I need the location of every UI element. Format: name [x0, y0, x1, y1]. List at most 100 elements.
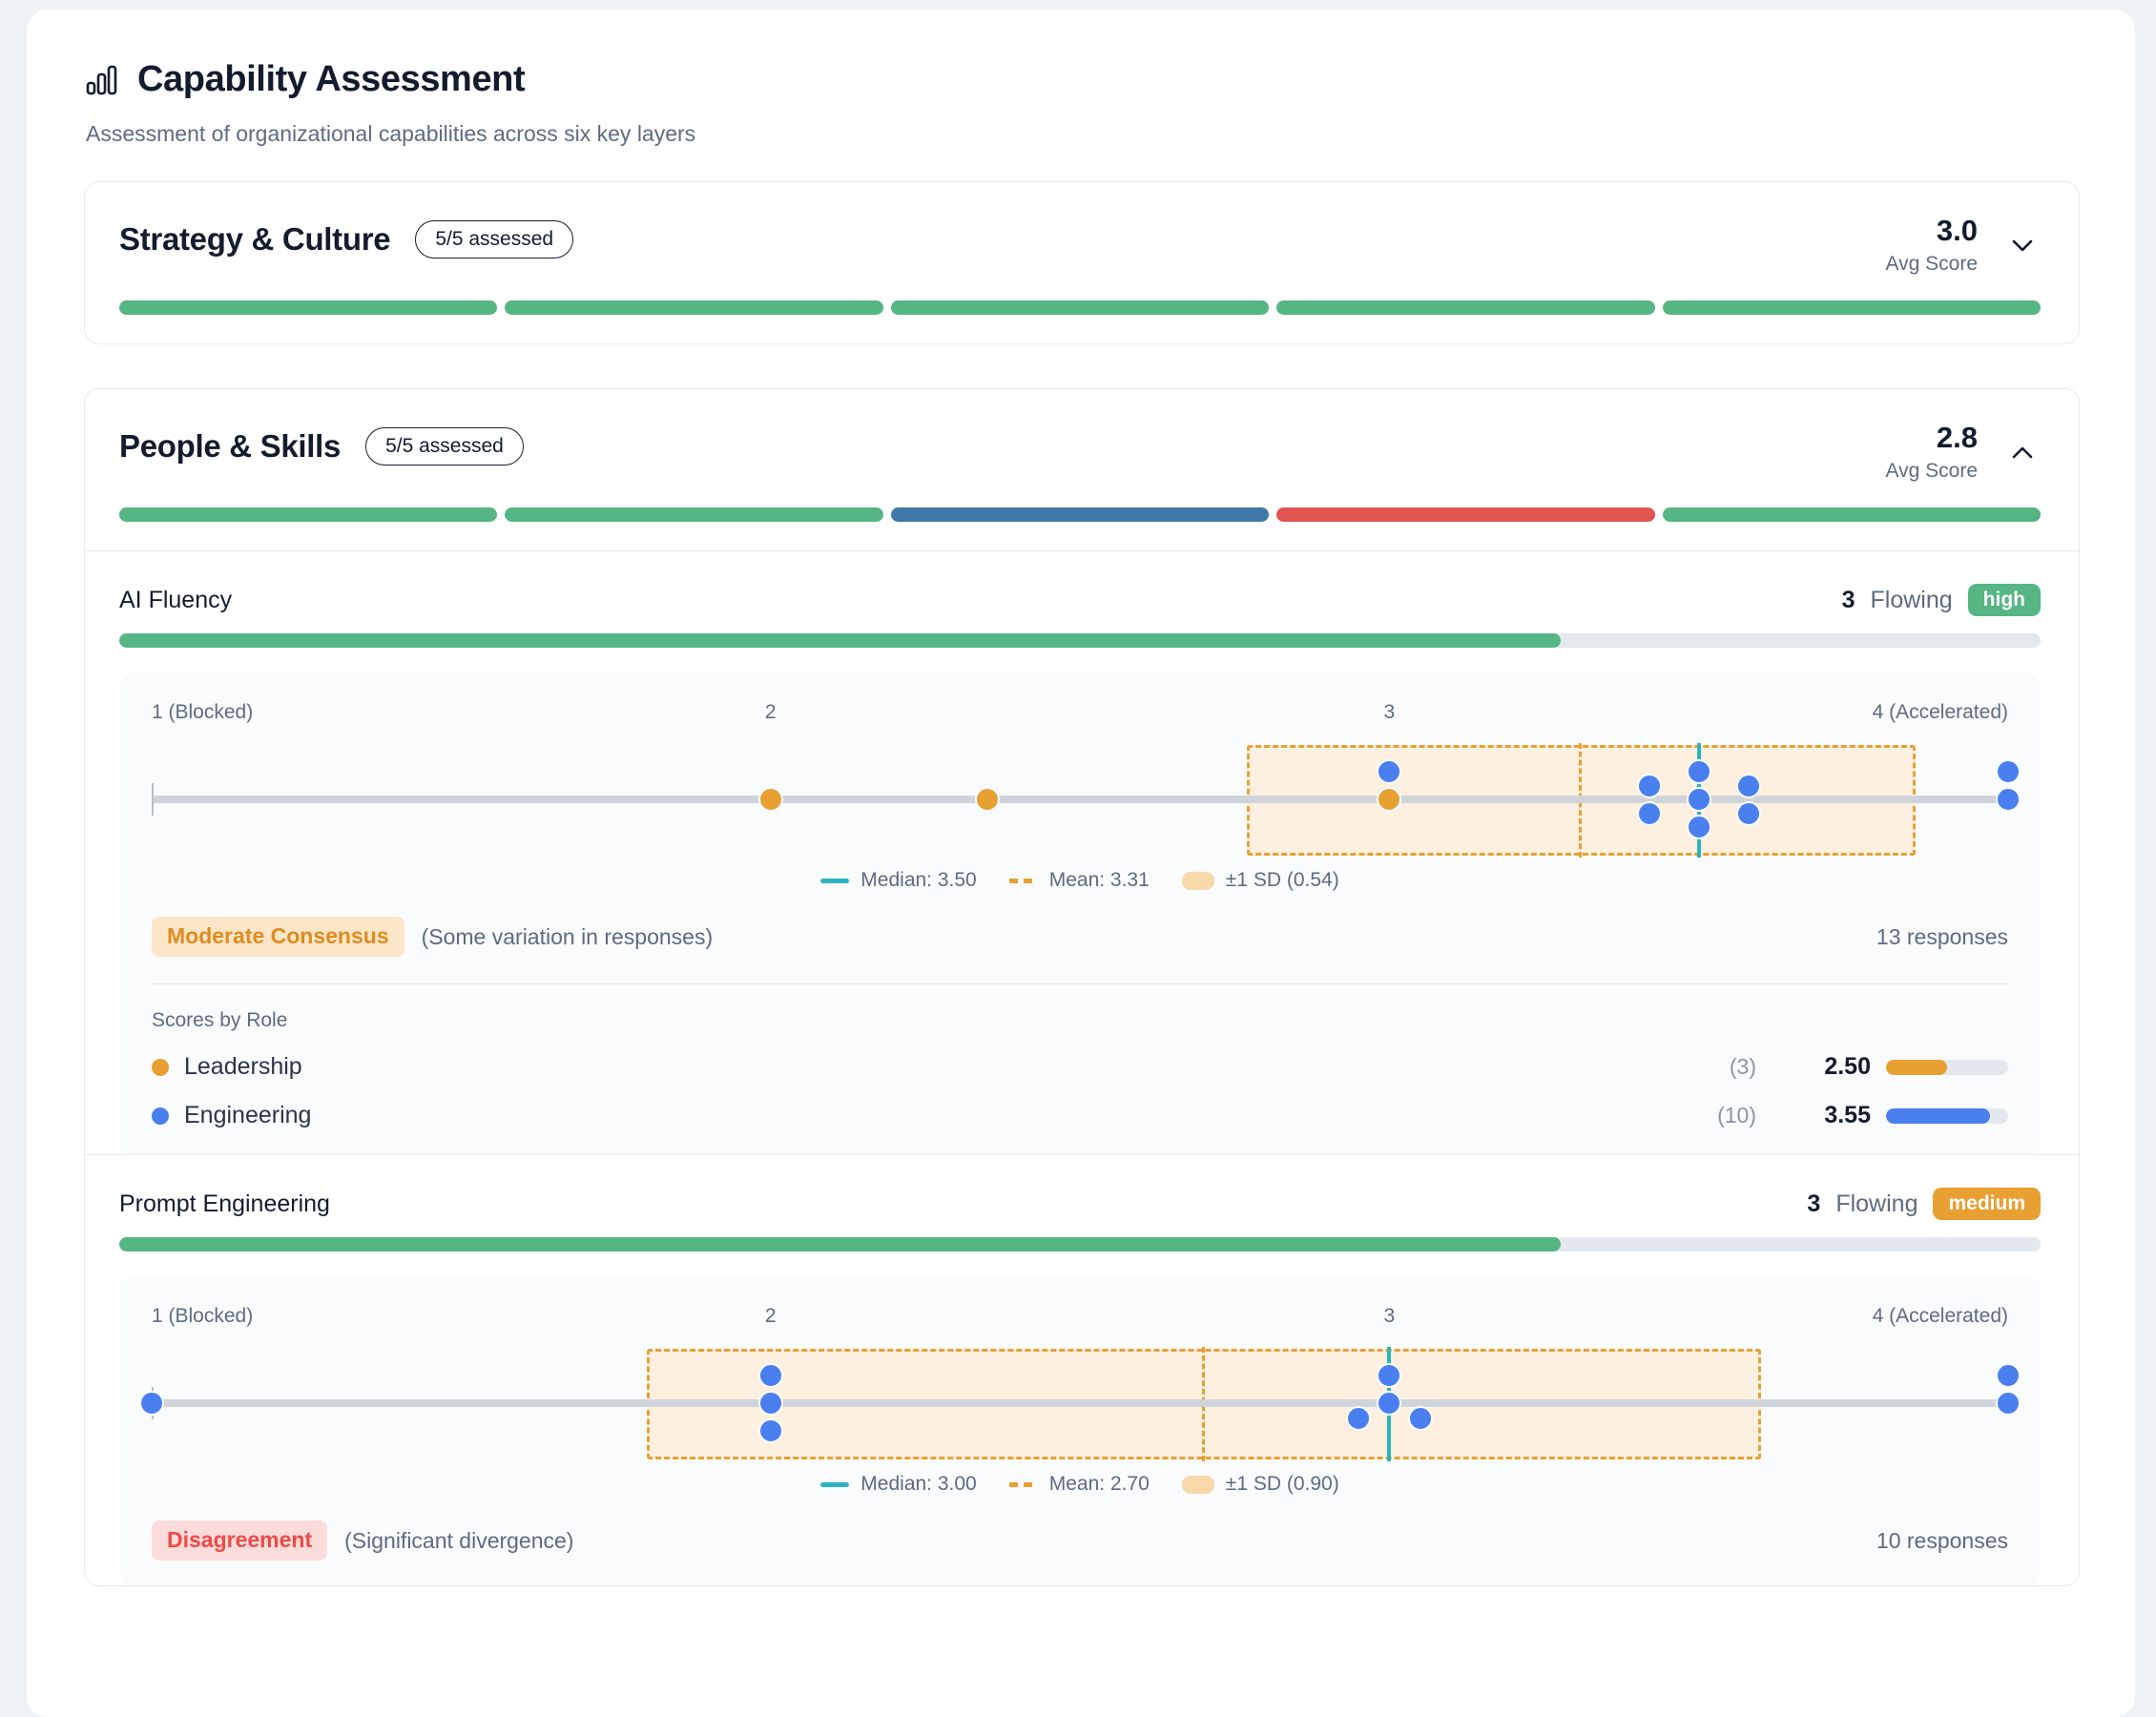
axis-tick-label: 2 — [764, 1305, 777, 1328]
layer-title: People & Skills — [119, 428, 342, 465]
segment-4 — [1276, 300, 1655, 316]
mean-swatch-icon — [1008, 1481, 1038, 1487]
role-row: Engineering (10) 3.55 — [152, 1102, 2008, 1129]
response-dot — [974, 787, 1000, 813]
segment-5 — [1662, 300, 2042, 316]
legend-median: Median: 3.50 — [820, 869, 977, 892]
response-dot — [1686, 815, 1711, 840]
page-header: Capability Assessment Assessment of orga… — [27, 10, 2135, 147]
axis-line — [152, 1399, 2008, 1408]
response-count: 13 responses — [1876, 923, 2008, 949]
legend-mean: Mean: 3.31 — [1008, 869, 1150, 892]
capability-progress-bar — [119, 1237, 2041, 1252]
layer-title: Strategy & Culture — [119, 221, 391, 257]
avg-score-value: 2.8 — [1936, 421, 1978, 455]
role-score-bar — [1886, 1107, 2008, 1124]
role-score-fill — [1886, 1107, 1990, 1124]
legend-mean-label: Mean: 3.31 — [1048, 869, 1150, 892]
role-score-fill — [1886, 1059, 1947, 1075]
dot-plot — [152, 741, 2021, 858]
axis-tick-label: 3 — [1383, 701, 1396, 724]
dot-plot — [139, 1345, 2021, 1462]
median-swatch-icon — [820, 878, 850, 883]
chevron-down-icon[interactable] — [2004, 227, 2041, 263]
response-dot — [1686, 759, 1711, 785]
sd-swatch-icon — [1181, 871, 1214, 890]
response-dot — [1735, 800, 1761, 826]
role-count: (3) — [1729, 1054, 1756, 1080]
legend-median-label: Median: 3.00 — [860, 1473, 977, 1496]
segment-3 — [890, 300, 1270, 316]
axis-start-tick — [152, 783, 154, 817]
legend-sd: ±1 SD (0.54) — [1181, 869, 1339, 892]
legend-mean-label: Mean: 2.70 — [1048, 1473, 1150, 1496]
response-dot — [1996, 759, 2021, 785]
segment-1 — [119, 300, 498, 316]
legend-sd-label: ±1 SD (0.90) — [1225, 1473, 1339, 1496]
role-count: (10) — [1717, 1103, 1756, 1128]
axis-tick-label: 3 — [1383, 1305, 1396, 1328]
role-name: Leadership — [184, 1053, 302, 1081]
layer-card-people-skills[interactable]: People & Skills 5/5 assessed 2.8 Avg Sco… — [84, 388, 2080, 1587]
scores-by-role-title: Scores by Role — [152, 1009, 288, 1032]
response-dot — [1636, 773, 1662, 798]
bar-chart-icon — [86, 64, 118, 96]
segment-5 — [1662, 507, 2042, 523]
segment-4 — [1276, 507, 1655, 523]
role-score-bar — [1886, 1059, 2008, 1075]
response-dot — [757, 1418, 783, 1444]
response-count: 10 responses — [1876, 1527, 2008, 1553]
response-dot — [1686, 787, 1711, 813]
avg-score-label: Avg Score — [1885, 460, 1979, 483]
role-score: 2.50 — [1824, 1053, 1871, 1081]
segment-2 — [505, 507, 883, 523]
legend-mean: Mean: 2.70 — [1008, 1473, 1150, 1496]
median-swatch-icon — [820, 1481, 850, 1487]
legend-sd-label: ±1 SD (0.54) — [1225, 869, 1339, 892]
response-dot — [1735, 773, 1761, 798]
layer-segment-bar — [85, 276, 2079, 343]
role-name: Engineering — [184, 1102, 312, 1129]
capability-progress-bar — [119, 633, 2041, 649]
axis-line — [152, 796, 2008, 804]
chart-legend: Median: 3.50 Mean: 3.31 ±1 SD (0.54) — [152, 869, 2008, 892]
assessed-chip: 5/5 assessed — [415, 220, 574, 259]
response-dot — [1407, 1406, 1433, 1432]
consensus-row: Moderate Consensus(Some variation in res… — [152, 917, 2008, 958]
axis-tick-label: 2 — [764, 701, 777, 724]
segment-3 — [890, 507, 1270, 523]
page-title: Capability Assessment — [137, 59, 526, 99]
response-dot — [1377, 1363, 1402, 1389]
response-dot — [1345, 1406, 1371, 1432]
response-dot — [1377, 759, 1402, 785]
role-score: 3.55 — [1824, 1102, 1871, 1129]
capability-progress-fill — [119, 633, 1561, 649]
response-dot — [1377, 787, 1402, 813]
legend-median-label: Median: 3.50 — [860, 869, 977, 892]
role-color-icon — [152, 1058, 169, 1076]
consensus-note: (Some variation in responses) — [421, 923, 714, 949]
layer-segment-bar — [85, 483, 2079, 550]
chevron-up-icon[interactable] — [2004, 434, 2041, 470]
response-dot — [139, 1391, 164, 1417]
capability-state: Flowing — [1870, 586, 1953, 613]
page-subtitle: Assessment of organizational capabilitie… — [86, 121, 696, 146]
layer-card-strategy-culture[interactable]: Strategy & Culture 5/5 assessed 3.0 Avg … — [84, 181, 2080, 345]
axis-tick-label: 1 (Blocked) — [152, 1305, 254, 1328]
role-color-icon — [152, 1107, 169, 1125]
sd-swatch-icon — [1181, 1475, 1214, 1494]
chart-legend: Median: 3.00 Mean: 2.70 ±1 SD (0.90) — [152, 1473, 2008, 1496]
response-dot — [757, 787, 783, 813]
axis-tick-label: 1 (Blocked) — [152, 701, 254, 724]
capability-confidence-badge: high — [1967, 584, 2041, 617]
segment-2 — [505, 300, 883, 316]
capability-name: AI Fluency — [119, 586, 233, 613]
consensus-note: (Significant divergence) — [344, 1527, 574, 1553]
response-dot — [1996, 787, 2021, 813]
